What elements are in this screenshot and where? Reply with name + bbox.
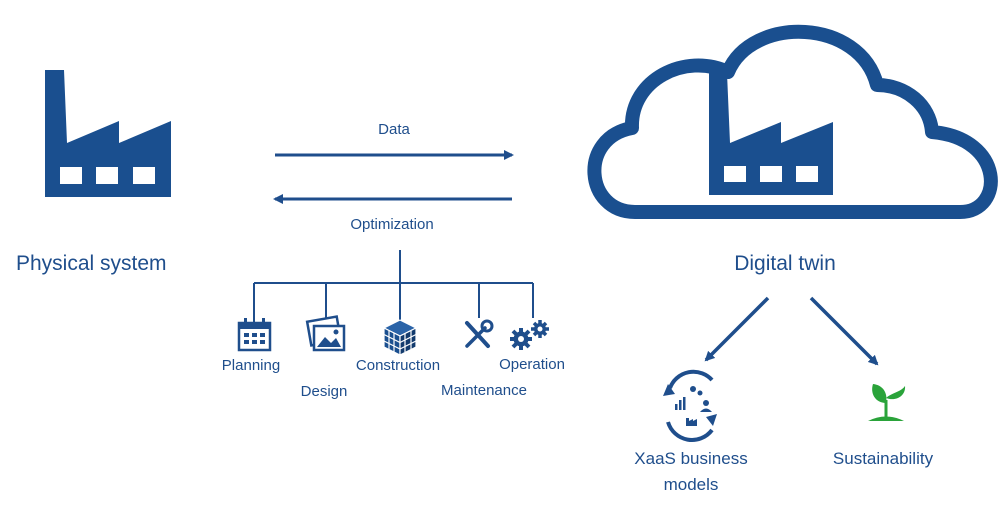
xaas-label-line2: models xyxy=(663,475,719,494)
phase-label-design: Design xyxy=(300,383,348,400)
sustainability-label: Sustainability xyxy=(832,449,934,468)
phase-label-operation: Operation xyxy=(499,356,565,373)
sprout-icon xyxy=(868,384,906,421)
cube-icon xyxy=(382,319,418,356)
digital-twin-label: Digital twin xyxy=(734,252,836,275)
sustainability-arrow xyxy=(809,296,879,366)
physical-system-label: Physical system xyxy=(16,252,167,275)
xaas-arrow xyxy=(704,296,770,362)
phase-label-construction: Construction xyxy=(355,357,441,374)
factory-icon xyxy=(45,70,171,197)
phase-label-maintenance: Maintenance xyxy=(441,382,527,399)
phase-tree xyxy=(253,250,534,322)
xaas-label-line1: XaaS business xyxy=(634,449,748,468)
data-flow-label: Data xyxy=(378,121,410,138)
phase-label-planning: Planning xyxy=(221,357,281,374)
calendar-icon xyxy=(237,318,272,352)
cloud-factory-icon xyxy=(587,24,998,219)
images-icon xyxy=(305,315,346,352)
cycle-business-icon xyxy=(663,369,717,442)
gears-icon xyxy=(510,320,549,350)
optimization-flow-label: Optimization xyxy=(350,216,434,233)
wrench-screwdriver-icon xyxy=(465,319,494,348)
